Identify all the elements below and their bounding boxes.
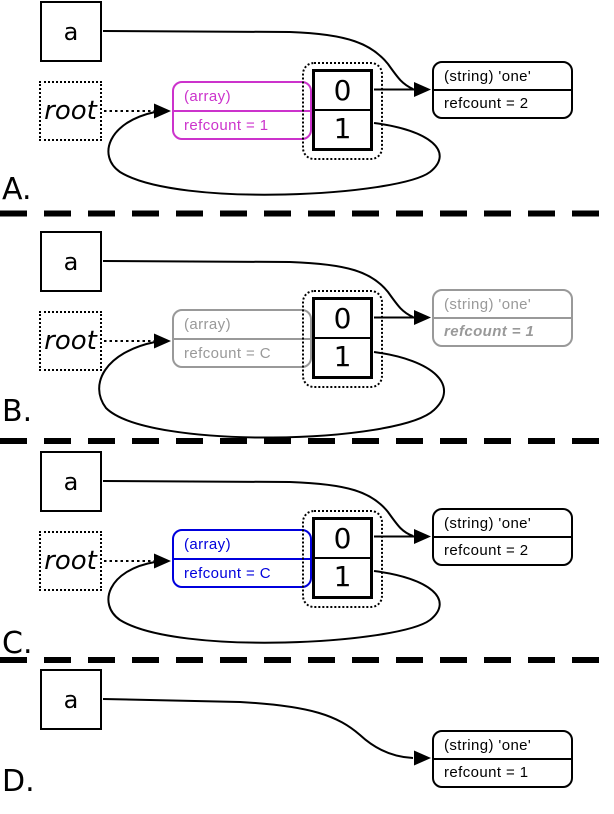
string-node: (string) 'one' refcount = 2 [432,61,573,119]
array-cells-box: 0 1 [312,69,373,151]
array-node: (array) refcount = C [172,309,312,368]
panel-label-c: C. [2,626,33,661]
string-refcount-label: refcount = 2 [434,89,571,115]
array-type-label: (array) [184,88,231,105]
array-refcount-label: refcount = C [174,558,310,586]
root-box: root [39,531,102,591]
string-refcount-label: refcount = 2 [434,536,571,562]
cell-0: 0 [333,522,352,555]
variable-box-a: a [40,669,102,730]
arrowhead-icon [414,82,431,97]
edge-a-to-string [102,698,414,759]
array-node: (array) refcount = 1 [172,81,312,140]
cell-0: 0 [333,302,352,335]
panel-label-d: D. [2,764,35,799]
array-node: (array) refcount = C [172,529,312,588]
string-type-label: (string) 'one' [444,736,532,754]
cell-0: 0 [333,74,352,107]
variable-box-a: a [40,1,102,62]
arrowhead-icon [414,310,431,325]
string-node: (string) 'one' refcount = 2 [432,508,573,566]
arrowhead-icon [154,553,171,569]
cell-1: 1 [315,109,370,146]
string-refcount-label: refcount = 1 [434,317,571,343]
array-type-label: (array) [184,316,231,333]
arrowhead-icon [414,750,431,766]
string-refcount-label: refcount = 1 [434,758,571,784]
string-type-label: (string) 'one' [444,514,532,532]
array-cells-box: 0 1 [312,517,373,599]
arrowhead-icon [414,529,431,544]
string-type-label: (string) 'one' [444,295,532,313]
string-type-label: (string) 'one' [444,67,532,85]
array-type-label: (array) [184,536,231,553]
array-cells-box: 0 1 [312,297,373,379]
variable-box-a: a [40,231,102,292]
root-box: root [39,81,102,141]
arrowhead-icon [154,333,171,349]
cell-1: 1 [315,557,370,594]
string-node: (string) 'one' refcount = 1 [432,289,573,347]
root-box: root [39,311,102,371]
string-node: (string) 'one' refcount = 1 [432,730,573,788]
panel-label-b: B. [2,394,33,429]
arrowhead-icon [154,103,171,119]
panel-label-a: A. [2,172,32,207]
array-refcount-label: refcount = C [174,338,310,366]
array-refcount-label: refcount = 1 [174,110,310,138]
variable-box-a: a [40,451,102,512]
cell-1: 1 [315,337,370,374]
